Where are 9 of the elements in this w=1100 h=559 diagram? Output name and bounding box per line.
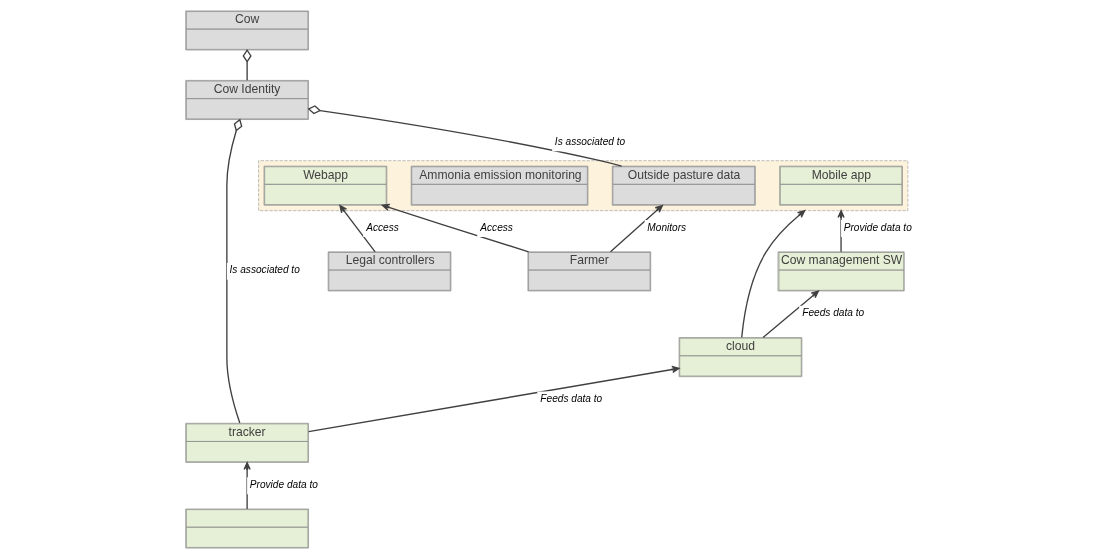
edge-label: Monitors [646, 221, 686, 233]
edge-label: Is associated to [554, 135, 625, 147]
edge-label: Provide data to [843, 221, 912, 233]
edge-label: Access [479, 221, 513, 233]
edge-label: Provide data to [249, 478, 318, 490]
edge-label: Feeds data to [801, 307, 864, 319]
edge-label: Feeds data to [539, 393, 602, 404]
edge-label: Access [365, 221, 399, 233]
edge-label: Is associated to [229, 264, 300, 276]
